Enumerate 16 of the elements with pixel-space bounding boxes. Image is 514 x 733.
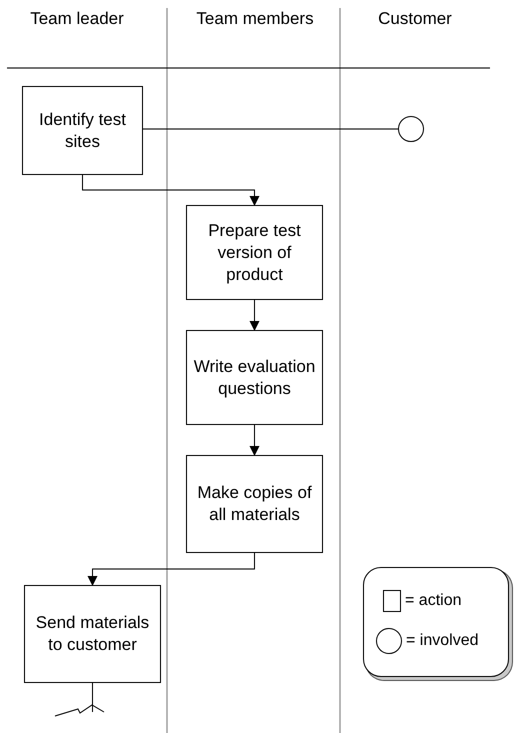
action-box: Identify test sites: [22, 86, 143, 175]
arrow: [88, 552, 255, 586]
legend-text: = action: [405, 591, 462, 611]
action-box: Write evaluation questions: [186, 330, 323, 425]
arrow: [250, 424, 260, 456]
action-box: Make copies of all materials: [186, 455, 323, 553]
connector-line: [92, 682, 93, 712]
connector-line: [142, 128, 398, 130]
action-box: Send materials to customer: [24, 585, 161, 683]
lane-header: Team members: [195, 8, 315, 30]
arrow: [82, 174, 260, 206]
arrow: [250, 300, 260, 331]
action-box: Prepare test version of product: [186, 205, 323, 300]
legend-text: = involved: [406, 631, 478, 651]
lane-header: Customer: [377, 8, 453, 30]
lane-header: Team leader: [29, 8, 125, 30]
